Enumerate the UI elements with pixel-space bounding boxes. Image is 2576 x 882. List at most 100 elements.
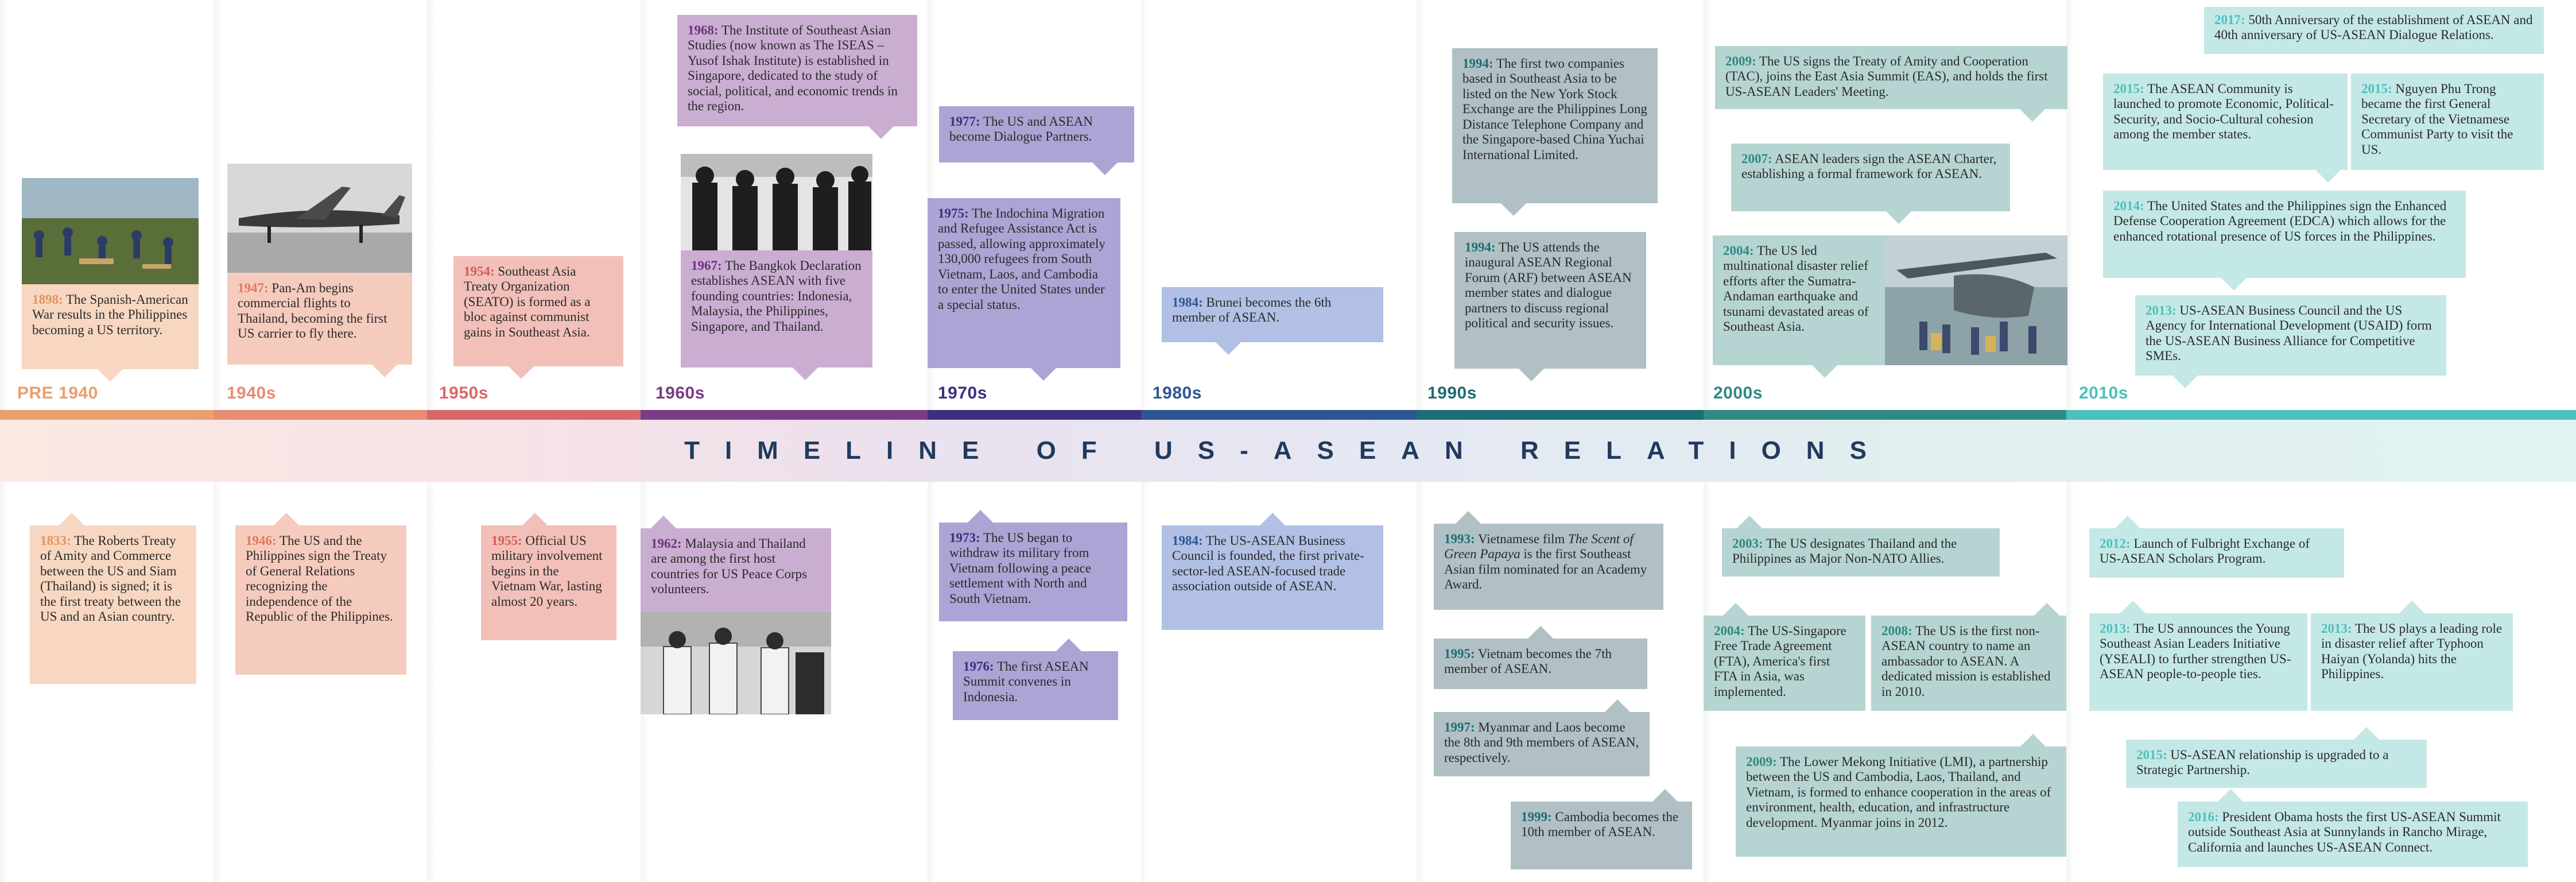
decade-label-1950s: 1950s bbox=[439, 384, 488, 403]
timeline-strip-1980s bbox=[1141, 410, 1417, 420]
event-1962: 1962: Malaysia and Thailand are among th… bbox=[641, 516, 831, 612]
event-year: 1947: bbox=[238, 281, 269, 295]
event-year: 2015: bbox=[2113, 82, 2144, 96]
event-text: The US began to withdraw its military fr… bbox=[949, 531, 1092, 606]
event-2009-tac: 2009: The US signs the Treaty of Amity a… bbox=[1715, 46, 2067, 122]
event-text: Malaysia and Thailand are among the firs… bbox=[651, 536, 808, 597]
event-text: Pan-Am begins commercial flights to Thai… bbox=[238, 281, 387, 341]
photo-spanish-american-war bbox=[22, 178, 199, 284]
timeline-strip-1970s bbox=[928, 410, 1141, 420]
event-text-pre: Vietnamese film bbox=[1475, 532, 1569, 546]
event-year: 1962: bbox=[651, 536, 682, 551]
event-year: 2007: bbox=[1741, 152, 1772, 166]
event-year: 2009: bbox=[1746, 755, 1777, 769]
event-text: Vietnam becomes the 7th member of ASEAN. bbox=[1444, 647, 1612, 676]
timeline-strip-1960s bbox=[641, 410, 928, 420]
event-text: The US led multinational disaster relief… bbox=[1723, 243, 1869, 334]
event-year: 2003: bbox=[1732, 536, 1763, 551]
event-year: 1968: bbox=[688, 23, 719, 37]
event-1976: 1976: The first ASEAN Summit convenes in… bbox=[953, 639, 1118, 720]
timeline-strip-1950s bbox=[427, 410, 641, 420]
event-text: The US and ASEAN become Dialogue Partner… bbox=[949, 114, 1093, 144]
timeline-strip-1990s bbox=[1417, 410, 1704, 420]
event-year: 1975: bbox=[938, 206, 969, 220]
event-1833: 1833: The Roberts Treaty of Amity and Co… bbox=[30, 513, 196, 684]
event-2016: 2016: President Obama hosts the first US… bbox=[2178, 789, 2528, 867]
decade-label-1990s: 1990s bbox=[1427, 384, 1477, 403]
event-year: 2004: bbox=[1723, 243, 1754, 258]
photo-bangkok-declaration bbox=[681, 154, 872, 250]
decade-label-2000s: 2000s bbox=[1713, 384, 1763, 403]
event-year: 2004: bbox=[1714, 624, 1745, 638]
event-text: The US signs the Treaty of Amity and Coo… bbox=[1725, 54, 2048, 99]
event-2009-lmi: 2009: The Lower Mekong Initiative (LMI),… bbox=[1736, 734, 2066, 857]
event-text: The Roberts Treaty of Amity and Commerce… bbox=[40, 533, 181, 624]
event-1997: 1997: Myanmar and Laos become the 8th an… bbox=[1434, 699, 1650, 776]
event-year: 1993: bbox=[1444, 532, 1475, 546]
event-text: Nguyen Phu Trong became the first Genera… bbox=[2361, 82, 2513, 157]
event-1967: 1967: The Bangkok Declaration establishe… bbox=[681, 250, 872, 380]
event-2012: 2012: Launch of Fulbright Exchange of US… bbox=[2089, 516, 2344, 578]
decade-label-pre1940: PRE 1940 bbox=[17, 384, 98, 403]
event-2004-tsunami: 2004: The US led multinational disaster … bbox=[1713, 235, 1885, 378]
event-2013-business: 2013: US-ASEAN Business Council and the … bbox=[2135, 295, 2446, 388]
event-1968: 1968: The Institute of Southeast Asian S… bbox=[677, 15, 917, 139]
event-text: The first ASEAN Summit convenes in Indon… bbox=[963, 659, 1089, 704]
event-2013-yseali: 2013: The US announces the Young Southea… bbox=[2089, 601, 2307, 711]
event-film-title: The Scent of Green Papaya bbox=[1444, 532, 1634, 562]
event-1975: 1975: The Indochina Migration and Refuge… bbox=[928, 198, 1120, 381]
event-year: 2012: bbox=[2100, 536, 2131, 551]
timeline-strip-pre1940 bbox=[0, 410, 214, 420]
event-year: 1997: bbox=[1444, 720, 1475, 734]
decade-label-1940s: 1940s bbox=[227, 384, 276, 403]
event-year: 2014: bbox=[2113, 199, 2144, 213]
event-1993: 1993: Vietnamese film The Scent of Green… bbox=[1434, 511, 1663, 610]
event-1946: 1946: The US and the Philippines sign th… bbox=[235, 513, 406, 675]
event-1977: 1977: The US and ASEAN become Dialogue P… bbox=[939, 106, 1134, 175]
event-text: The United States and the Philippines si… bbox=[2113, 199, 2447, 243]
event-1955: 1955: Official US military involvement b… bbox=[481, 513, 616, 640]
event-text: Official US military involvement begins … bbox=[491, 533, 603, 609]
event-1999: 1999: Cambodia becomes the 10th member o… bbox=[1511, 789, 1692, 869]
event-text: President Obama hosts the first US-ASEAN… bbox=[2188, 810, 2501, 854]
event-year: 1984: bbox=[1172, 533, 1203, 548]
event-year: 1995: bbox=[1444, 647, 1475, 661]
event-text: The US-Singapore Free Trade Agreement (F… bbox=[1714, 624, 1846, 699]
event-year: 2013: bbox=[2100, 621, 2131, 636]
page-title: TIMELINE OF US-ASEAN RELATIONS bbox=[684, 436, 1892, 465]
event-year: 2015: bbox=[2361, 82, 2392, 96]
event-text: The Institute of Southeast Asian Studies… bbox=[688, 23, 898, 114]
event-year: 1977: bbox=[949, 114, 980, 129]
decade-label-1980s: 1980s bbox=[1153, 384, 1202, 403]
event-1994-arf: 1994: The US attends the inaugural ASEAN… bbox=[1454, 232, 1646, 381]
event-text-post: is the first Southeast Asian film nomina… bbox=[1444, 547, 1647, 592]
event-1994-nyse: 1994: The first two companies based in S… bbox=[1452, 48, 1658, 216]
event-year: 2016: bbox=[2188, 810, 2219, 824]
event-2014: 2014: The United States and the Philippi… bbox=[2103, 191, 2466, 291]
event-text: The US attends the inaugural ASEAN Regio… bbox=[1465, 240, 1632, 331]
event-2017: 2017: 50th Anniversary of the establishm… bbox=[2204, 7, 2544, 54]
event-text: Launch of Fulbright Exchange of US-ASEAN… bbox=[2100, 536, 2310, 566]
event-text: 50th Anniversary of the establishment of… bbox=[2214, 13, 2533, 42]
event-year: 2013: bbox=[2321, 621, 2352, 636]
event-year: 1994: bbox=[1465, 240, 1496, 254]
event-2013-haiyan: 2013: The US plays a leading role in dis… bbox=[2311, 601, 2513, 711]
event-year: 1976: bbox=[963, 659, 994, 674]
event-text: The first two companies based in Southea… bbox=[1462, 56, 1647, 162]
event-year: 1984: bbox=[1172, 295, 1203, 310]
event-text: The Lower Mekong Initiative (LMI), a par… bbox=[1746, 755, 2051, 830]
event-year: 1946: bbox=[246, 533, 277, 548]
event-year: 1973: bbox=[949, 531, 980, 545]
event-year: 1994: bbox=[1462, 56, 1493, 71]
event-year: 1967: bbox=[691, 258, 722, 273]
event-text: The US plays a leading role in disaster … bbox=[2321, 621, 2503, 682]
event-year: 2013: bbox=[2146, 303, 2177, 318]
timeline-strip-2010s bbox=[2066, 410, 2576, 420]
decade-label-1970s: 1970s bbox=[938, 384, 987, 403]
title-band bbox=[0, 420, 2576, 482]
event-year: 2017: bbox=[2214, 13, 2245, 27]
event-text: The US-ASEAN Business Council is founded… bbox=[1172, 533, 1364, 594]
event-year: 1833: bbox=[40, 533, 71, 548]
event-text: The US announces the Young Southeast Asi… bbox=[2100, 621, 2291, 682]
event-year: 2008: bbox=[1881, 624, 1912, 638]
